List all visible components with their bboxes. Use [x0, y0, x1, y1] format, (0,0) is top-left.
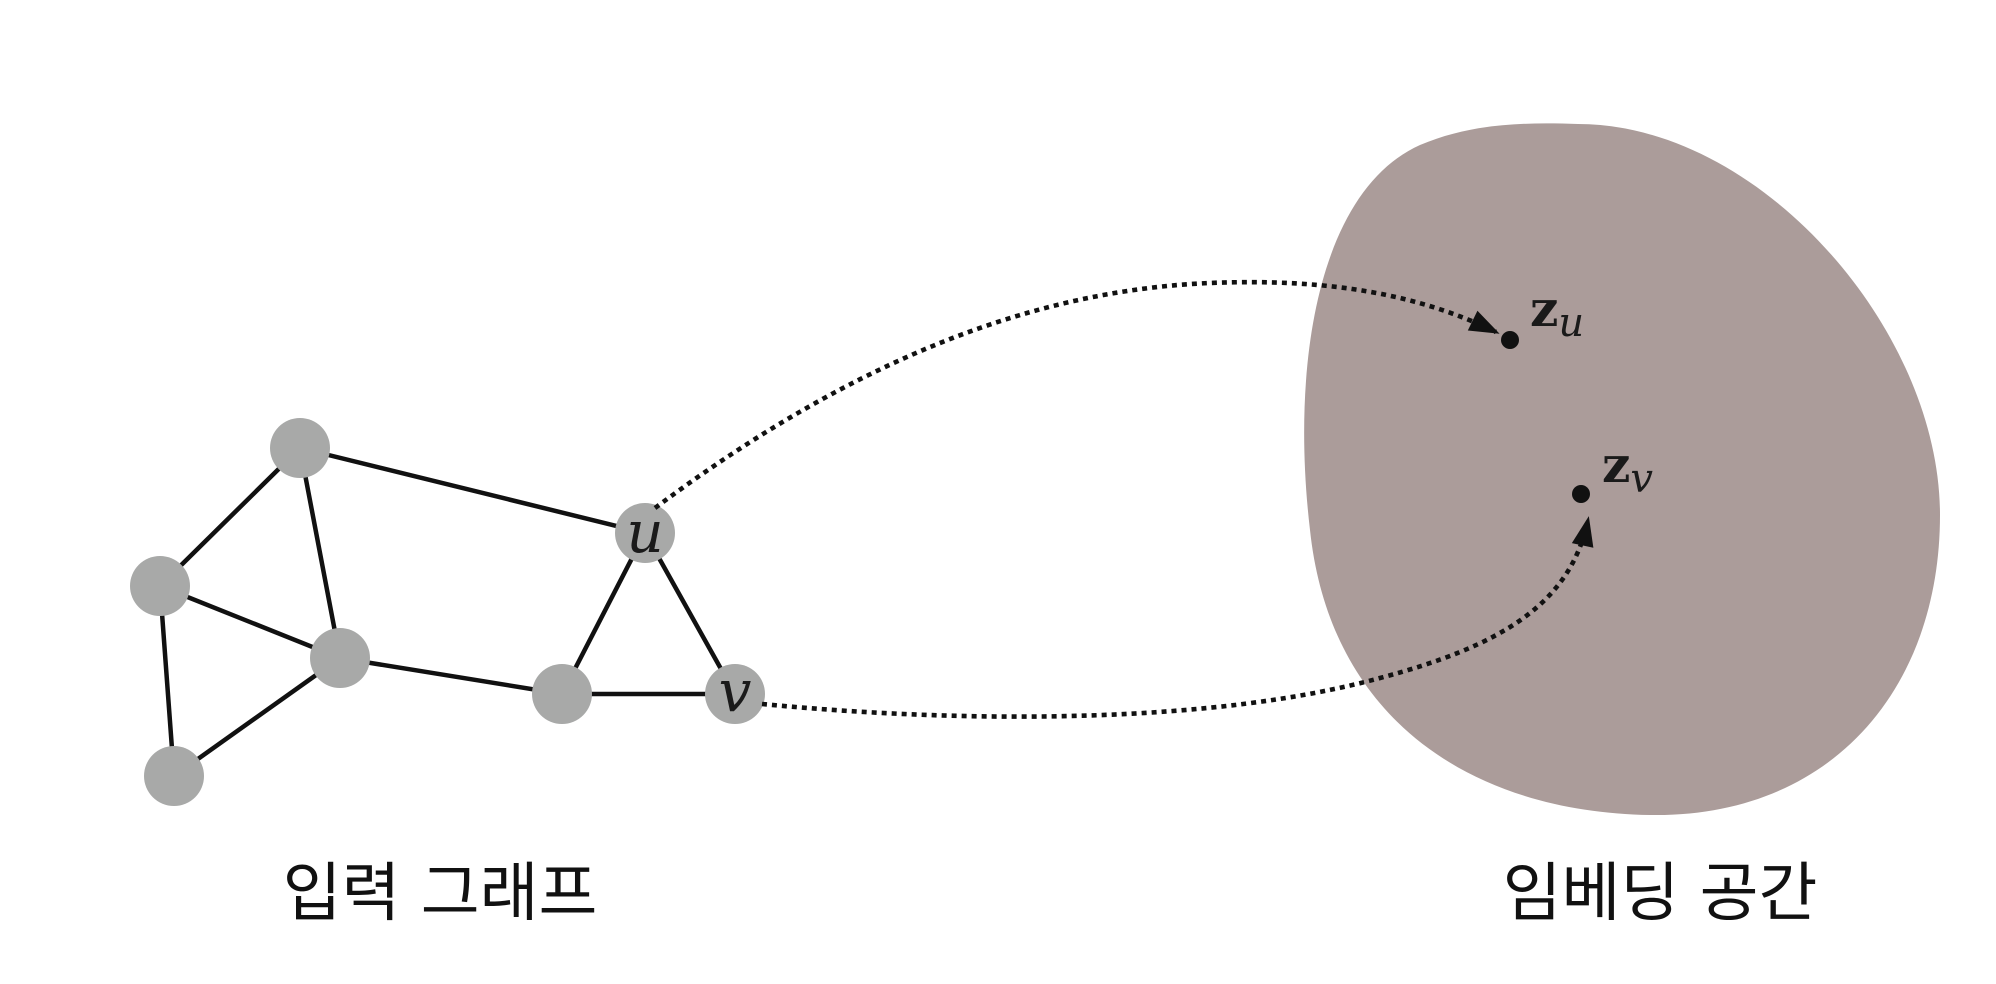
zu-main: z — [1530, 279, 1558, 338]
edge — [157, 583, 343, 661]
graph-node — [144, 746, 204, 806]
embedding-point-zv — [1572, 485, 1590, 503]
edge — [642, 530, 738, 697]
embedding-point-zu — [1501, 331, 1519, 349]
graph-node — [532, 664, 592, 724]
node-u-label: u — [626, 498, 663, 566]
input-graph-caption: 입력 그래프 — [283, 857, 598, 931]
graph-node — [270, 418, 330, 478]
graph-edges — [157, 445, 738, 779]
edge — [157, 583, 177, 779]
zu-subscript: u — [1558, 300, 1584, 346]
edge — [559, 530, 648, 697]
edge — [297, 445, 648, 536]
edge — [297, 445, 343, 661]
graph-node — [130, 556, 190, 616]
embedding-space-caption: 임베딩 공간 — [1503, 857, 1818, 931]
node-v-label: v — [719, 657, 752, 725]
embedding-label-zu: zu — [1530, 279, 1584, 346]
edge — [337, 655, 565, 697]
zv-main: z — [1602, 435, 1630, 494]
edge — [157, 445, 303, 589]
graph-node-u — [615, 503, 675, 563]
embedding-space-region — [1304, 123, 1940, 816]
graph-node — [310, 628, 370, 688]
zv-subscript: v — [1630, 456, 1653, 502]
mapping-arrow-v — [761, 516, 1594, 719]
embedding-label-zv: zv — [1602, 435, 1653, 502]
graph-nodes — [130, 418, 765, 806]
graph-node-v — [705, 664, 765, 724]
edge — [171, 655, 343, 779]
mapping-arrow-u — [653, 279, 1500, 510]
